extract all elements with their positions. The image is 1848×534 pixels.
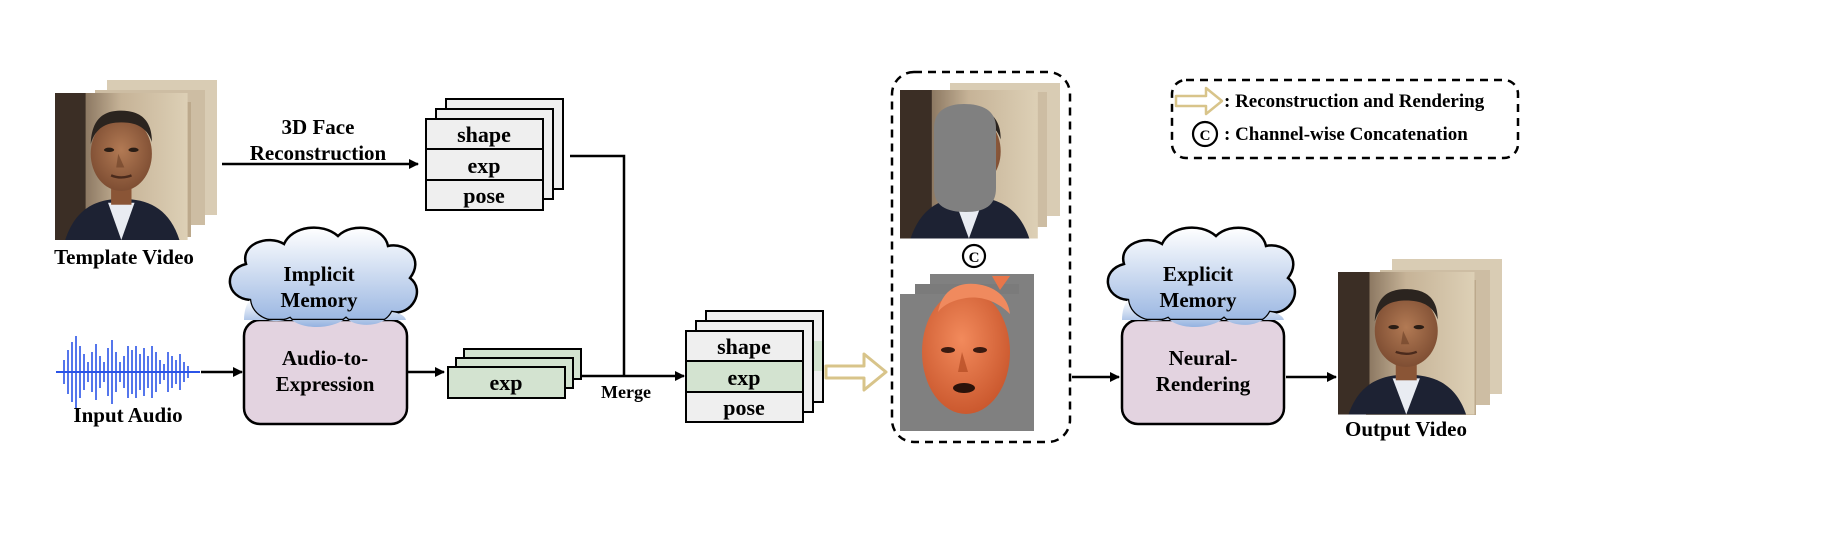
audio-waveform (56, 336, 200, 408)
merge-label: Merge (601, 382, 651, 402)
explicit-memory-line2: Memory (1160, 288, 1237, 312)
params-merged-stack: shape exp pose (685, 310, 824, 423)
param-merged-shape: shape (717, 334, 771, 359)
concat-symbol: C (961, 243, 987, 269)
implicit-memory-line2: Memory (281, 288, 358, 312)
implicit-memory-cloud: Implicit Memory (228, 226, 419, 329)
a2e-line2: Expression (276, 372, 375, 396)
neural-rendering-module: Neural- Rendering (1120, 300, 1286, 426)
legend-item-2: : Channel-wise Concatenation (1224, 124, 1468, 145)
template-video-stack (53, 80, 217, 242)
params-top-stack: shape exp pose (425, 98, 564, 211)
template-video-label: Template Video (54, 245, 194, 269)
face-mask (934, 104, 996, 212)
masked-template-stack (898, 83, 1060, 240)
exp-stack: exp (447, 348, 582, 399)
legend-concat-icon (1191, 120, 1219, 148)
output-video-label: Output Video (1345, 417, 1467, 441)
a2e-line1: Audio-to- (282, 346, 368, 370)
legend: : Reconstruction and Rendering C : Chann… (1170, 78, 1520, 160)
explicit-memory-line1: Explicit (1163, 262, 1233, 286)
exp-stack-label: exp (490, 370, 523, 395)
render-arrow (824, 352, 888, 392)
face-recon-label-1: 3D Face (282, 115, 355, 139)
face-recon-label-2: Reconstruction (250, 141, 387, 165)
param-merged-pose: pose (723, 395, 765, 420)
legend-item-1: : Reconstruction and Rendering (1224, 91, 1485, 112)
rendered-face-stack (900, 274, 1034, 431)
input-audio-label: Input Audio (73, 403, 182, 427)
output-video-stack (1336, 259, 1502, 416)
explicit-memory-cloud: Explicit Memory (1106, 226, 1297, 329)
svg-text:C: C (969, 250, 980, 266)
neural-rendering-line2: Rendering (1156, 372, 1251, 396)
svg-text:C: C (1200, 128, 1211, 144)
legend-yellow-arrow-icon (1174, 86, 1224, 116)
param-merged-exp: exp (728, 365, 761, 390)
param-top-pose: pose (463, 183, 505, 208)
audio-to-expression-module: Audio-to- Expression (242, 300, 409, 426)
params-to-merge-line (570, 154, 626, 376)
param-top-shape: shape (457, 122, 511, 147)
neural-rendering-line1: Neural- (1169, 346, 1238, 370)
concat-dashed-box (890, 70, 1072, 444)
implicit-memory-line1: Implicit (283, 262, 354, 286)
param-top-exp: exp (468, 153, 501, 178)
